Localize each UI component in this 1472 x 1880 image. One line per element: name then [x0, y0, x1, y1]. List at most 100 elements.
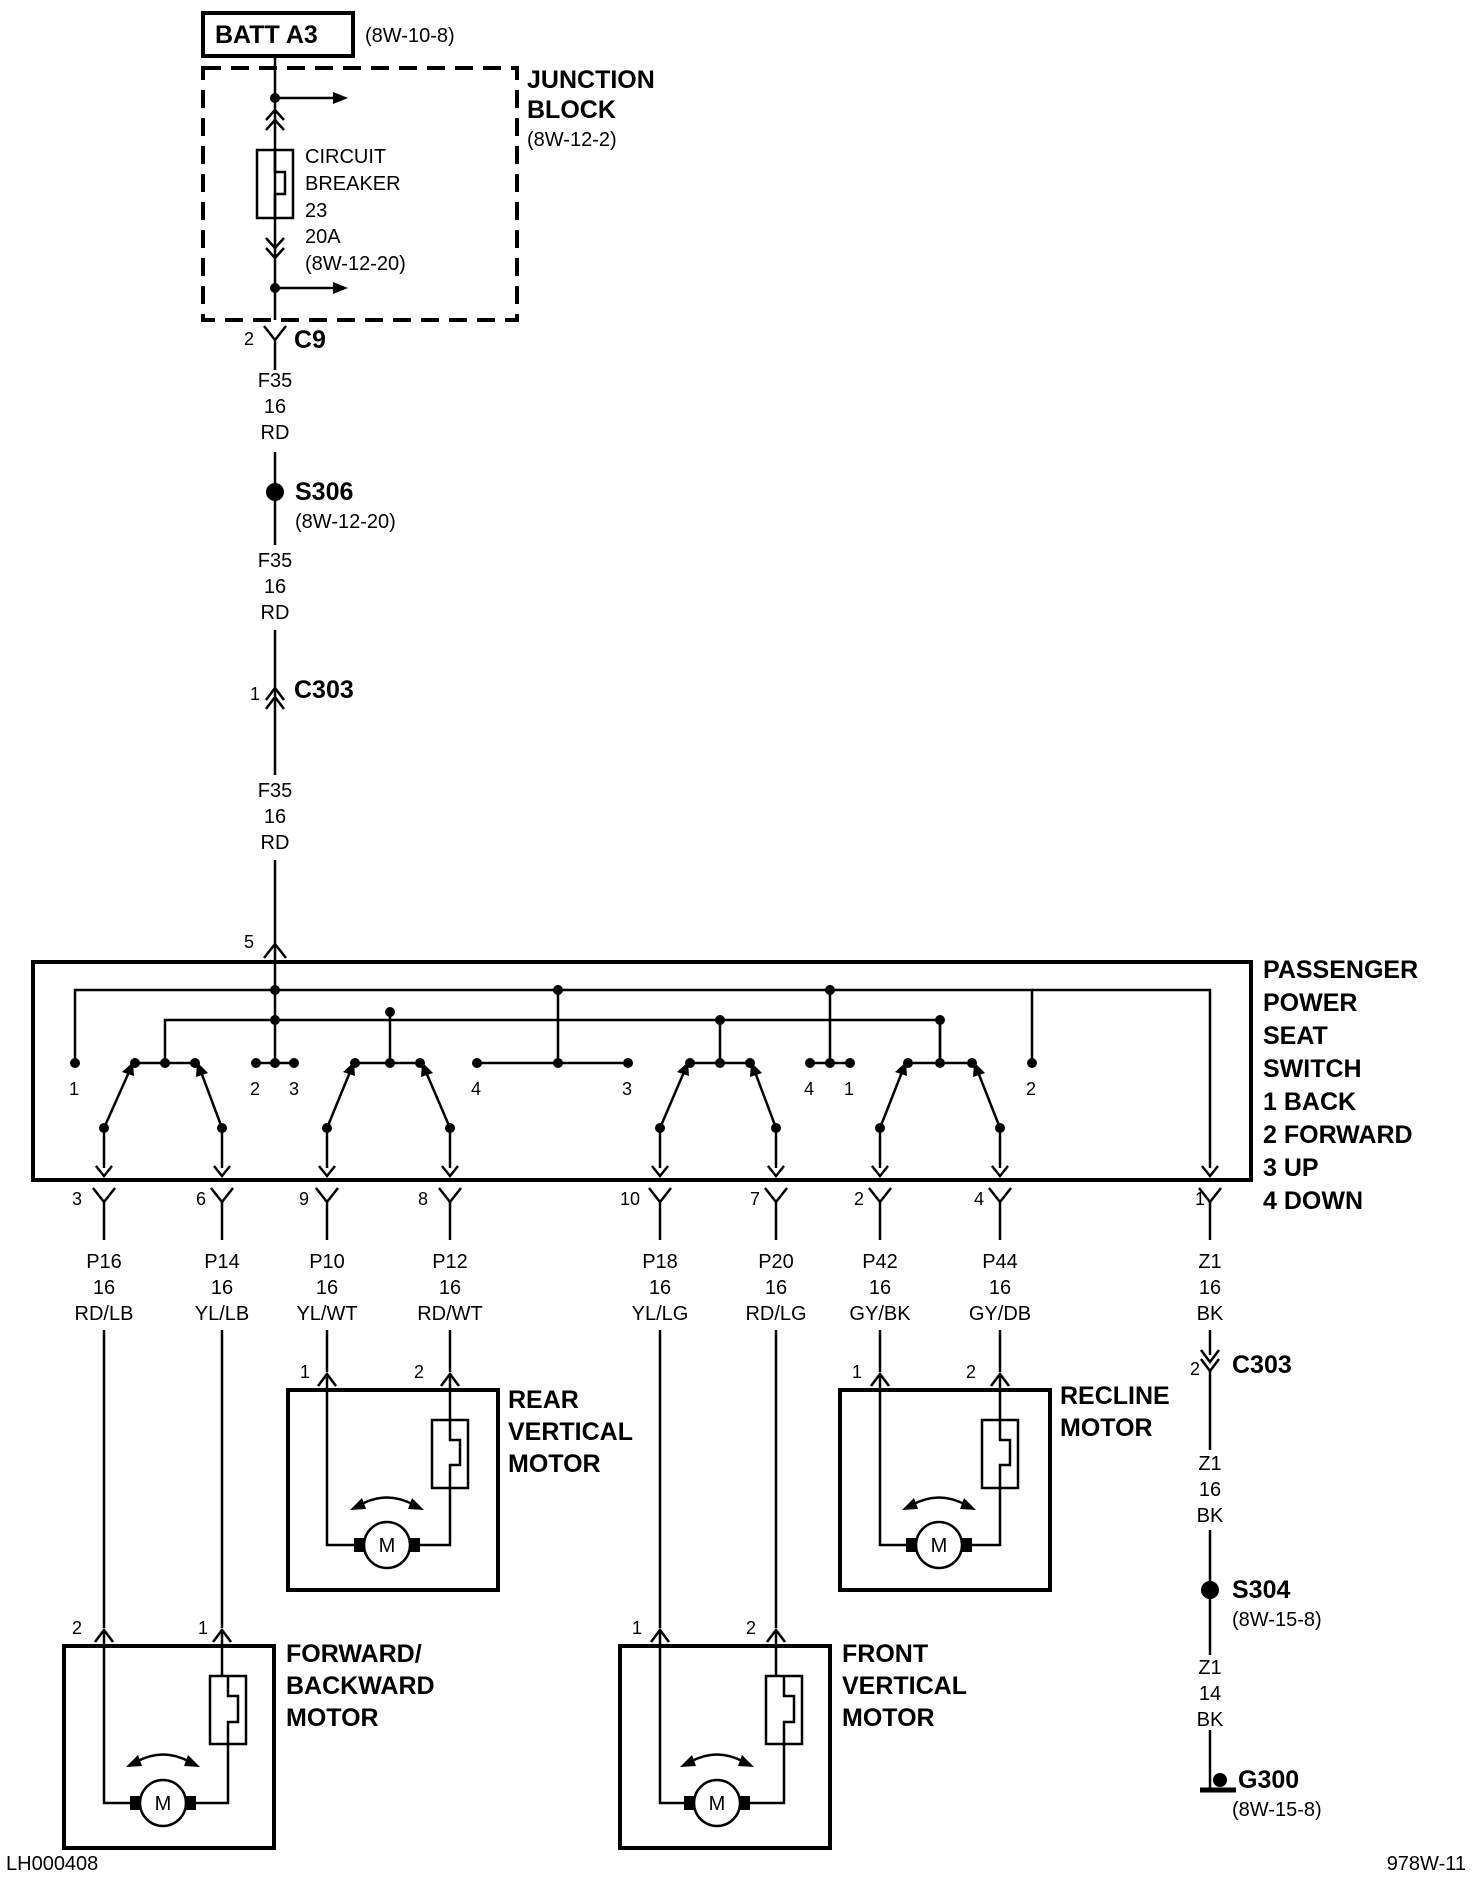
forward-backward-pin-2: 2	[72, 1618, 82, 1638]
c9-pin: 2	[244, 329, 254, 349]
rear-vertical-motor	[286, 1371, 500, 1592]
svg-text:RECLINE: RECLINE	[1060, 1382, 1170, 1410]
svg-text:SWITCH: SWITCH	[1263, 1055, 1362, 1083]
svg-text:4: 4	[804, 1079, 814, 1099]
switch-input-pin: 5	[244, 932, 254, 952]
output-wires	[102, 1330, 1002, 1628]
svg-text:16: 16	[869, 1277, 891, 1299]
wire-f35-circuit: F35	[258, 780, 292, 802]
svg-text:YL/WT: YL/WT	[296, 1303, 357, 1325]
recline-motor-label: RECLINE MOTOR	[1060, 1382, 1170, 1442]
svg-text:P44: P44	[982, 1251, 1018, 1273]
svg-text:16: 16	[989, 1277, 1011, 1299]
wire-f35-color: RD	[261, 602, 290, 624]
svg-text:YL/LG: YL/LG	[632, 1303, 689, 1325]
svg-text:MOTOR: MOTOR	[286, 1704, 379, 1732]
c303-bottom-name: C303	[1232, 1351, 1292, 1379]
wire-f35-color: RD	[261, 422, 290, 444]
switch-box	[31, 960, 1253, 1182]
c303-bottom-pin: 2	[1190, 1359, 1200, 1379]
svg-text:3: 3	[72, 1189, 82, 1209]
svg-text:PASSENGER: PASSENGER	[1263, 956, 1418, 984]
wire-f35-gauge: 16	[264, 806, 286, 828]
svg-text:3 UP: 3 UP	[1263, 1154, 1319, 1182]
svg-text:16: 16	[316, 1277, 338, 1299]
battery-feed-wire	[265, 56, 348, 320]
wire-z1-low-circuit: Z1	[1198, 1657, 1221, 1679]
svg-text:SEAT: SEAT	[1263, 1022, 1328, 1050]
wire-f35-gauge: 16	[264, 576, 286, 598]
rear-vertical-motor-label: REAR VERTICAL MOTOR	[508, 1386, 633, 1478]
svg-text:16: 16	[649, 1277, 671, 1299]
s306-name: S306	[295, 478, 353, 506]
svg-text:16: 16	[765, 1277, 787, 1299]
svg-text:16: 16	[439, 1277, 461, 1299]
svg-text:MOTOR: MOTOR	[842, 1704, 935, 1732]
s306-splice	[266, 483, 284, 501]
output-wire-labels: P16 16 RD/LB P14 16 YL/LB P10 16 YL/WT P…	[75, 1251, 1224, 1325]
svg-text:REAR: REAR	[508, 1386, 579, 1414]
rear-vertical-motor-symbol: M	[379, 1535, 396, 1557]
svg-text:MOTOR: MOTOR	[508, 1450, 601, 1478]
svg-text:P14: P14	[204, 1251, 240, 1273]
s304-ref: (8W-15-8)	[1232, 1609, 1322, 1631]
batt-box	[201, 11, 355, 58]
svg-text:16: 16	[93, 1277, 115, 1299]
batt-title: BATT A3	[215, 21, 318, 49]
wire-z1-mid-color: BK	[1197, 1505, 1224, 1527]
front-vertical-pin-2: 2	[746, 1618, 756, 1638]
g300-ref: (8W-15-8)	[1232, 1799, 1322, 1821]
junction-block-ref: (8W-12-2)	[527, 129, 617, 151]
svg-text:3: 3	[622, 1079, 632, 1099]
svg-text:RD/LB: RD/LB	[75, 1303, 134, 1325]
svg-text:1: 1	[1195, 1189, 1205, 1209]
wire-z1-low-color: BK	[1197, 1709, 1224, 1731]
footer-left-code: LH000408	[6, 1853, 98, 1875]
svg-text:FRONT: FRONT	[842, 1640, 928, 1668]
svg-text:RD/WT: RD/WT	[417, 1303, 483, 1325]
front-vertical-motor-label: FRONT VERTICAL MOTOR	[842, 1640, 967, 1732]
front-vertical-motor-symbol: M	[709, 1793, 726, 1815]
wire-f35-circuit: F35	[258, 550, 292, 572]
switch-contact-labels: 1 2 3 4 3 4 1 2	[69, 1079, 1036, 1099]
svg-text:9: 9	[299, 1189, 309, 1209]
svg-text:MOTOR: MOTOR	[1060, 1414, 1153, 1442]
svg-text:P20: P20	[758, 1251, 794, 1273]
svg-text:Z1: Z1	[1198, 1251, 1221, 1273]
svg-text:8: 8	[418, 1189, 428, 1209]
svg-text:2: 2	[1026, 1079, 1036, 1099]
svg-text:P12: P12	[432, 1251, 468, 1273]
svg-text:4: 4	[974, 1189, 984, 1209]
svg-text:P10: P10	[309, 1251, 345, 1273]
circuit-breaker-number: 23	[305, 200, 327, 222]
svg-text:2 FORWARD: 2 FORWARD	[1263, 1121, 1413, 1149]
s306-ref: (8W-12-20)	[295, 511, 396, 533]
output-connectors	[92, 1187, 1222, 1240]
circuit-breaker-rating: 20A	[305, 226, 341, 248]
wire-z1-mid-circuit: Z1	[1198, 1453, 1221, 1475]
svg-text:YL/LB: YL/LB	[195, 1303, 249, 1325]
svg-text:2: 2	[854, 1189, 864, 1209]
c303-top-connector	[265, 685, 285, 710]
svg-text:VERTICAL: VERTICAL	[842, 1672, 967, 1700]
svg-text:BACKWARD: BACKWARD	[286, 1672, 435, 1700]
svg-text:6: 6	[196, 1189, 206, 1209]
svg-text:GY/DB: GY/DB	[969, 1303, 1031, 1325]
svg-text:FORWARD/: FORWARD/	[286, 1640, 422, 1668]
svg-text:POWER: POWER	[1263, 989, 1357, 1017]
recline-pin-1: 1	[852, 1362, 862, 1382]
batt-ref: (8W-10-8)	[365, 25, 455, 47]
svg-text:P18: P18	[642, 1251, 678, 1273]
switch-title: PASSENGER POWER SEAT SWITCH 1 BACK 2 FOR…	[1263, 956, 1418, 1215]
rear-vertical-pin-2: 2	[414, 1362, 424, 1382]
c303-top-pin: 1	[250, 684, 260, 704]
s304-splice	[1201, 1581, 1219, 1599]
front-vertical-motor	[618, 1627, 832, 1850]
svg-text:4 DOWN: 4 DOWN	[1263, 1187, 1363, 1215]
forward-backward-pin-1: 1	[198, 1618, 208, 1638]
svg-text:P42: P42	[862, 1251, 898, 1273]
svg-text:16: 16	[1199, 1277, 1221, 1299]
g300-name: G300	[1238, 1766, 1299, 1794]
svg-text:RD/LG: RD/LG	[745, 1303, 806, 1325]
recline-pin-2: 2	[966, 1362, 976, 1382]
